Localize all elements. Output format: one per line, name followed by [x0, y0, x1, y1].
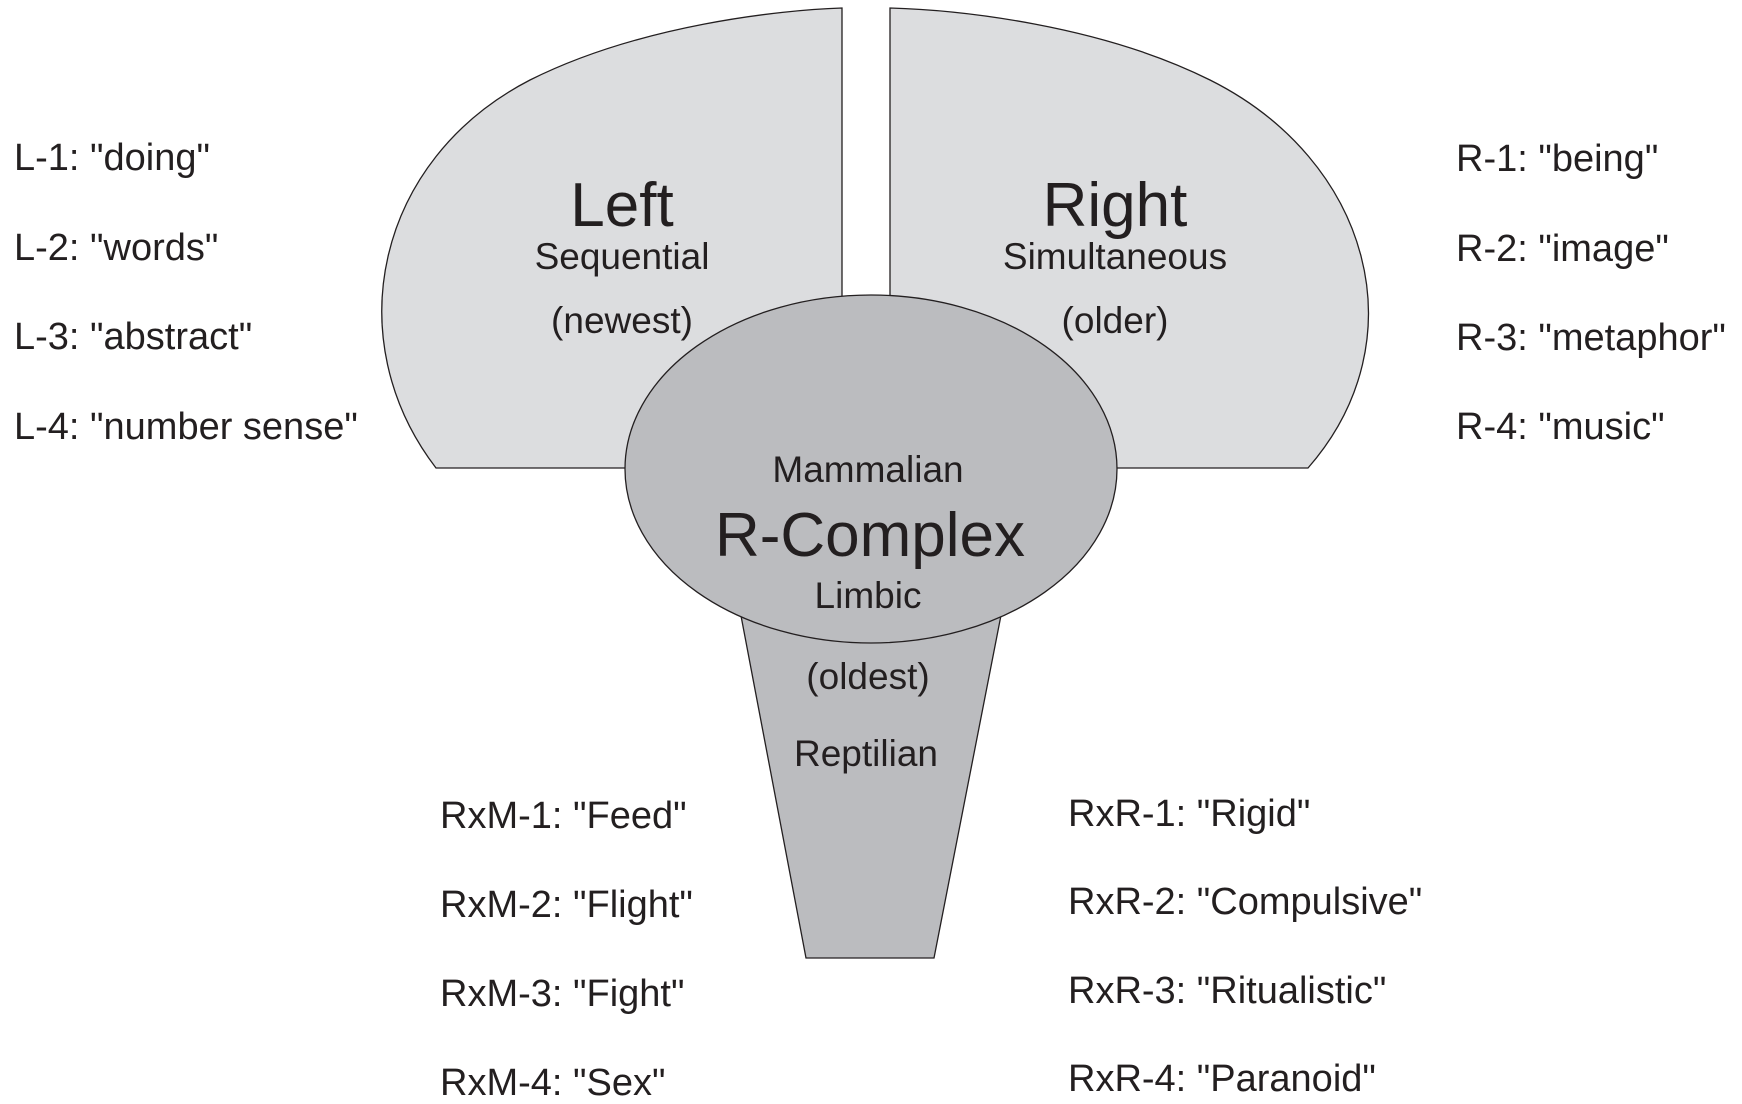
reptilian-stem-shape — [737, 599, 1005, 959]
rxr-list-item: RxR-2: "Compulsive" — [1068, 881, 1423, 923]
right-list-item: R-2: "image" — [1456, 228, 1669, 270]
rxm-list-item: RxM-2: "Flight" — [440, 884, 693, 926]
rxr-list-item: RxR-3: "Ritualistic" — [1068, 970, 1387, 1012]
left-list-item: L-3: "abstract" — [14, 316, 253, 358]
core-mammalian-label: Mammalian — [772, 449, 964, 490]
core-r-complex-title: R-Complex — [714, 501, 1026, 570]
left-hemisphere-mode: Sequential — [534, 236, 710, 277]
rxm-list-item: RxM-1: "Feed" — [440, 795, 687, 837]
right-list-item: R-1: "being" — [1456, 138, 1659, 180]
left-hemisphere-age: (newest) — [551, 300, 693, 341]
left-list-item: L-1: "doing" — [14, 137, 210, 179]
stem-age-label: (oldest) — [806, 656, 930, 697]
left-list-item: L-4: "number sense" — [14, 406, 358, 448]
right-list-item: R-4: "music" — [1456, 406, 1665, 448]
left-hemisphere-title: Left — [570, 171, 674, 240]
core-limbic-label: Limbic — [814, 575, 922, 616]
right-hemisphere-title: Right — [1042, 171, 1188, 240]
rxr-list-item: RxR-1: "Rigid" — [1068, 793, 1311, 835]
rxr-list-item: RxR-4: "Paranoid" — [1068, 1058, 1376, 1100]
rxm-list-item: RxM-3: "Fight" — [440, 973, 685, 1015]
right-hemisphere-mode: Simultaneous — [1002, 236, 1228, 277]
left-list-item: L-2: "words" — [14, 227, 219, 269]
rxm-list-item: RxM-4: "Sex" — [440, 1062, 666, 1104]
stem-reptilian-label: Reptilian — [794, 733, 938, 774]
r-complex-core-shape — [624, 294, 1118, 644]
right-list-item: R-3: "metaphor" — [1456, 317, 1726, 359]
right-hemisphere-age: (older) — [1061, 300, 1169, 341]
